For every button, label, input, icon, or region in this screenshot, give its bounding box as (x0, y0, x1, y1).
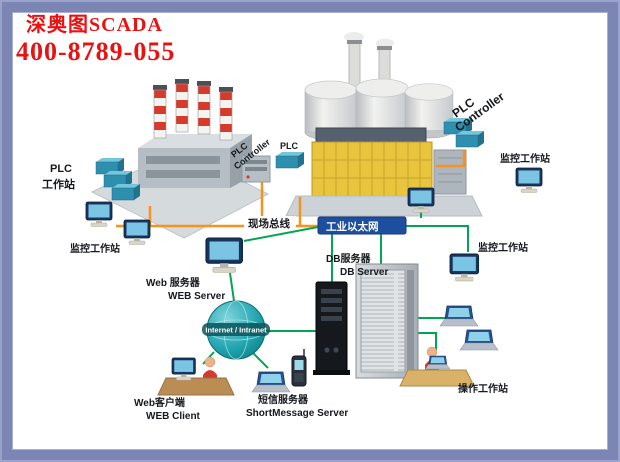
internet-globe: Internet / Intranet (202, 300, 270, 360)
lattice-lines (312, 142, 432, 196)
ethernet-bar (317, 216, 407, 235)
plc-workstation-label-1: PLC (50, 163, 72, 175)
chimney-cap (377, 46, 392, 50)
operator-desk (399, 369, 475, 387)
monitor-workstation-icon (515, 167, 543, 193)
smoke (344, 32, 364, 42)
plant-window-band (146, 170, 220, 178)
tank-farm-platform (285, 195, 483, 217)
smoke (376, 38, 394, 48)
tower-base (313, 370, 350, 375)
plc-small-label: PLC (280, 141, 299, 151)
fieldbus-label: 现场总线 (248, 217, 290, 230)
network-link (243, 226, 319, 242)
fieldbus-label-bg (244, 216, 296, 230)
db-server-tower (313, 281, 350, 375)
plc-workstation-label-2: 工作站 (42, 177, 75, 191)
web-client-en-label: WEB Client (146, 411, 201, 422)
operator-workstation-label: 操作工作站 (458, 382, 508, 395)
monitor-workstation-icon (449, 253, 480, 282)
sms-server-cn-label: 短信服务器 (258, 393, 309, 406)
chimney-icon (196, 80, 212, 135)
tower-slot (321, 316, 342, 321)
client-monitor-icon (171, 357, 196, 381)
sms-server-group (251, 349, 307, 393)
plc-controller-right-label: PLC Controller (450, 89, 508, 134)
status-led (246, 175, 250, 179)
chimney-icon (218, 86, 234, 141)
plant-window-band (146, 156, 220, 164)
tower-vent (333, 347, 339, 353)
operator-workstation-group (399, 305, 499, 387)
cabinet-side-rail (407, 270, 414, 372)
globe-band (202, 323, 270, 336)
plc-module-icon (275, 151, 305, 169)
client-person (202, 356, 218, 382)
network-link (406, 225, 469, 252)
monitor-workstation-left-label: 监控工作站 (70, 242, 120, 255)
plc-rack-icon (111, 183, 141, 201)
cabinet-vents (360, 269, 406, 373)
laptop-icon (459, 329, 499, 351)
tower-slot (321, 289, 342, 294)
chimney-icon (152, 84, 168, 139)
controller-slot (245, 160, 267, 164)
devices-layer: Internet / Intranet (85, 117, 543, 396)
server-cabinet (355, 263, 419, 379)
fieldbus-branch (436, 150, 466, 168)
web-client-group (157, 356, 235, 396)
monitor-workstation-right-top-label: 监控工作站 (500, 152, 550, 165)
plant-building-front (138, 148, 230, 188)
web-client-cn-label: Web客户端 (134, 396, 185, 409)
controller-slot (245, 167, 267, 171)
chimney-icon (174, 78, 190, 133)
sms-server-en-label: ShortMessage Server (246, 408, 348, 419)
monitor-workstation-right-mid-label: 监控工作站 (478, 241, 528, 254)
tower-body (315, 281, 348, 373)
internet-label: Internet / Intranet (205, 326, 267, 335)
monitor-workstation-icon (123, 219, 151, 245)
chimney-cap (347, 40, 362, 44)
brand-block: 深奥图SCADA 400-8789-055 (16, 14, 175, 67)
web-server-monitor-icon (205, 237, 244, 273)
network-link (251, 351, 269, 369)
network-link (229, 272, 235, 302)
tower-slot (321, 298, 342, 303)
monitor-workstation-icon (85, 201, 113, 227)
db-server-en-label: DB Server (340, 267, 388, 278)
db-server-cn-label: DB服务器 (326, 252, 371, 265)
power-plant-illustration (90, 78, 270, 239)
client-desk (157, 377, 235, 396)
tower-slot (321, 307, 342, 312)
web-server-en-label: WEB Server (168, 291, 225, 302)
brand-phone: 400-8789-055 (16, 37, 176, 66)
ethernet-network (202, 212, 469, 369)
plc-controller-device (241, 155, 271, 183)
tower-vent (324, 347, 330, 353)
phone-screen (294, 360, 304, 370)
laptop-icon (425, 355, 451, 370)
phone-keypad (294, 373, 304, 382)
gray-process-unit (433, 149, 467, 195)
ethernet-label: 工业以太网 (326, 220, 379, 233)
laptop-icon (251, 371, 291, 393)
brand-name: 深奥图SCADA (26, 14, 163, 36)
laptop-icon (439, 305, 479, 327)
network-link (418, 332, 437, 351)
web-server-cn-label: Web 服务器 (146, 276, 201, 289)
